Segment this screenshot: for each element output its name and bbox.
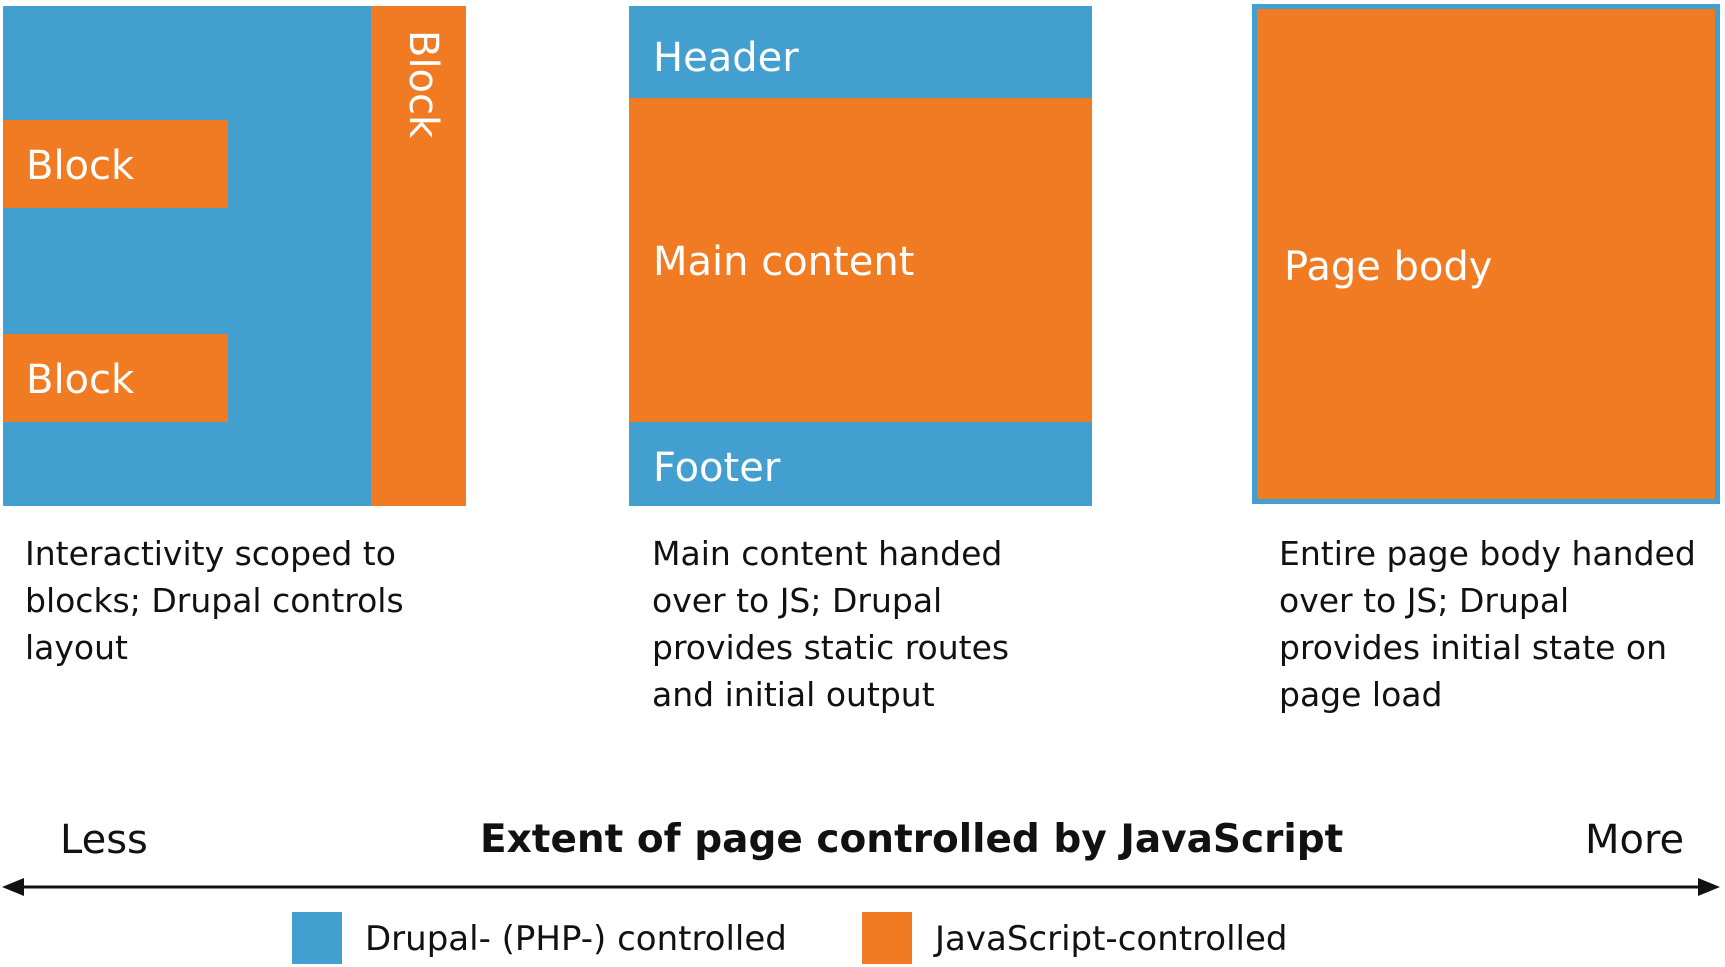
axis-arrow (2, 878, 1720, 896)
panel3-page-body-label: Page body (1284, 244, 1493, 290)
panel3-description: Entire page body handed over to JS; Drup… (1279, 534, 1696, 714)
legend-drupal-swatch (292, 912, 342, 964)
panel2-main: Main content (629, 98, 1092, 422)
panel1-description: Interactivity scoped to blocks; Drupal c… (25, 534, 404, 667)
arrow-left-icon (2, 878, 24, 896)
panel2-footer-label: Footer (653, 445, 781, 491)
panel1-block-right-label: Block (400, 30, 446, 139)
panel3-page-body: Page body (1252, 4, 1720, 504)
panel1-block-bottom: Block (3, 334, 228, 422)
panel2-description: Main content handed over to JS; Drupal p… (652, 534, 1010, 714)
panel2-header-label: Header (653, 35, 799, 81)
panel2-main-label: Main content (653, 239, 915, 285)
legend-javascript-label: JavaScript-controlled (935, 919, 1288, 959)
panel1-block-top: Block (3, 120, 228, 208)
arrow-right-icon (1698, 878, 1720, 896)
panel2-footer: Footer (629, 422, 1092, 506)
axis-more-label: More (1585, 817, 1685, 863)
panel1-block-right: Block (371, 6, 466, 506)
panel1-block-bottom-label: Block (26, 357, 135, 403)
panel2-header: Header (629, 6, 1092, 98)
legend-drupal-label: Drupal- (PHP-) controlled (365, 919, 787, 959)
axis-less-label: Less (60, 817, 148, 863)
axis-title: Extent of page controlled by JavaScript (480, 817, 1344, 862)
legend-javascript-swatch (862, 912, 912, 964)
panel1-block-top-label: Block (26, 143, 135, 189)
